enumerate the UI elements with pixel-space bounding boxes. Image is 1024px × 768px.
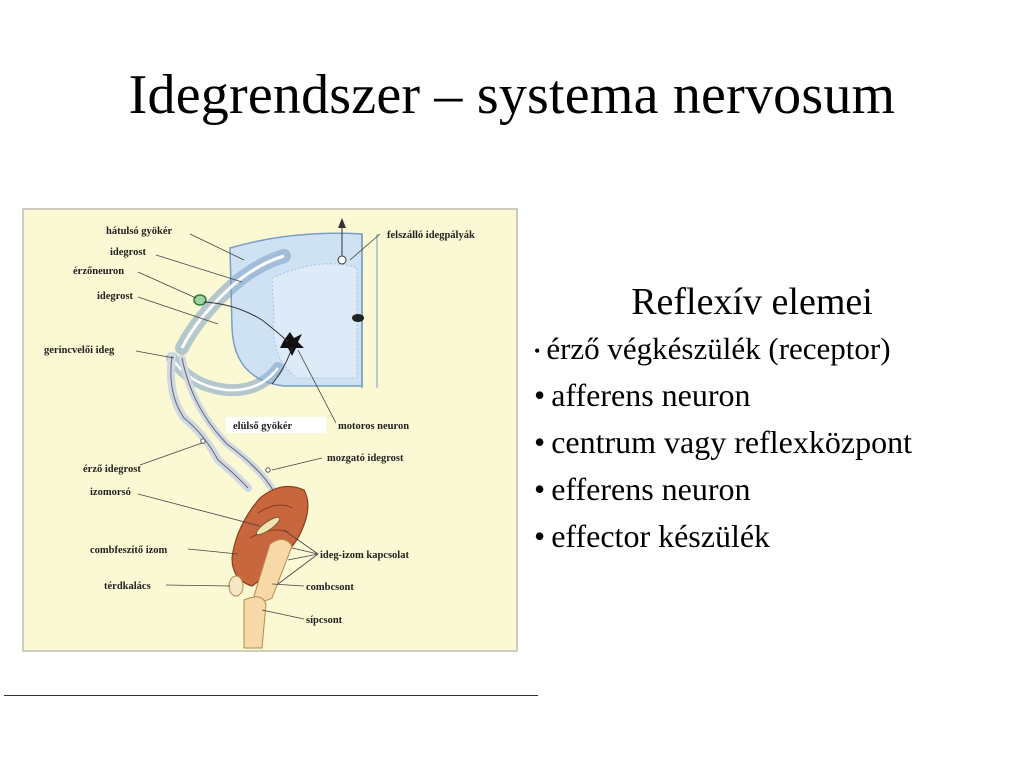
label-erzo-idegrost: érző idegrost — [83, 464, 141, 475]
list-item: •érző végkészülék (receptor) — [534, 328, 1020, 373]
panel-heading: Reflexív elemei — [631, 281, 873, 323]
label-combfeszito-izom: combfeszítő izom — [90, 545, 168, 556]
bullet: • — [534, 471, 546, 508]
grey-matter — [271, 263, 358, 379]
bullet: • — [534, 341, 541, 362]
label-idegrost-1: idegrost — [110, 247, 146, 258]
reflex-arc-diagram: hátulsó gyökér idegrost érzőneuron idegr… — [22, 208, 518, 652]
list-item-text: afferens neuron — [551, 377, 751, 414]
patella — [228, 575, 244, 597]
tibia — [243, 596, 267, 649]
list-item-text: érző végkészülék (receptor) — [546, 330, 891, 366]
label-felszallo-idegpalyak: felszálló idegpályák — [387, 230, 475, 241]
label-elulso-gyoker: elülső gyökér — [233, 421, 293, 432]
label-combcsont: combcsont — [306, 582, 354, 593]
ascending-arrow — [338, 218, 346, 228]
list-item-text: efferens neuron — [551, 471, 751, 508]
list-item-text: centrum vagy reflexközpont — [551, 424, 912, 461]
list-item: •centrum vagy reflexközpont — [534, 419, 1020, 466]
label-motoros-neuron: motoros neuron — [338, 421, 409, 432]
reflex-arc-elements-panel: Reflexív elemei •érző végkészülék (recep… — [534, 280, 1020, 560]
label-elulso-gyoker-bg — [226, 417, 326, 433]
label-hatulso-gyoker: hátulsó gyökér — [106, 226, 173, 237]
sensory-neuron-ganglion — [193, 294, 207, 306]
horizontal-divider — [4, 695, 538, 696]
list-item: •afferens neuron — [534, 372, 1020, 419]
label-gerincveloi-ideg: gerincvelői ideg — [44, 345, 115, 356]
central-canal — [352, 314, 364, 322]
slide-title: Idegrendszer – systema nervosum — [128, 64, 896, 126]
bullet: • — [534, 424, 546, 461]
label-izomorso: izomorsó — [90, 487, 131, 498]
bullet: • — [534, 518, 546, 555]
label-mozgato-idegrost: mozgató idegrost — [327, 453, 404, 464]
muscle-spindle — [255, 516, 281, 536]
label-erzoneuron: érzőneuron — [73, 266, 124, 277]
label-terdkalacs: térdkalács — [104, 581, 151, 592]
motor-neuron-body — [280, 332, 304, 356]
label-sipcsont: sípcsont — [306, 615, 343, 626]
list-item-text: effector készülék — [551, 518, 771, 555]
label-ideg-izom-kapcsolat: ideg-izom kapcsolat — [320, 550, 409, 561]
label-idegrost-2: idegrost — [97, 291, 133, 302]
list-item: •effector készülék — [534, 513, 1020, 560]
bullet: • — [534, 377, 546, 414]
elements-list: •érző végkészülék (receptor) •afferens n… — [534, 328, 1020, 561]
reflex-arc-illustration: hátulsó gyökér idegrost érzőneuron idegr… — [22, 208, 518, 652]
list-item: •efferens neuron — [534, 466, 1020, 513]
